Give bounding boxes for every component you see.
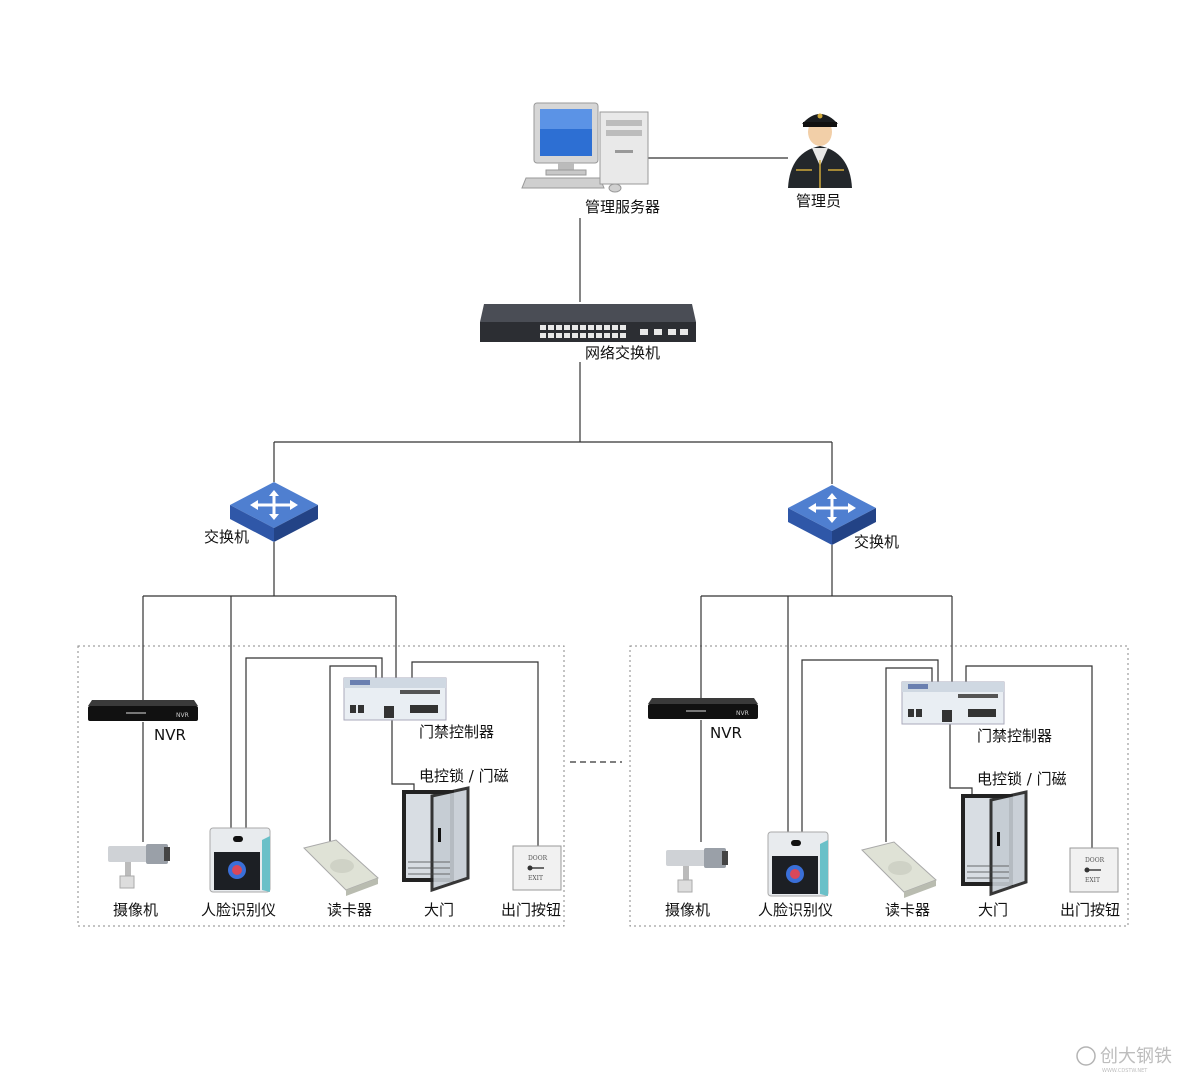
face-left-label: 人脸识别仪 — [201, 901, 276, 919]
camera-right-icon — [666, 848, 728, 893]
nvr-left-icon: NVR — [88, 700, 198, 721]
zone-right-wires — [700, 545, 1093, 848]
face-recognition-right-icon — [767, 831, 829, 897]
face-recognition-left-icon — [209, 827, 271, 893]
access-zone-right: NVR NVR 门禁控制器 电控锁 / 门磁 摄像机 — [629, 545, 1129, 927]
switch-right-icon — [788, 485, 876, 545]
lock-left-label: 电控锁 / 门磁 — [419, 767, 509, 785]
zone-left-wires — [142, 542, 539, 846]
watermark-text: 创大钢铁 — [1100, 1046, 1172, 1067]
controller-left-icon — [343, 677, 447, 721]
zone-left-border — [77, 645, 565, 927]
exit-left-top-text: DOOR — [528, 855, 548, 862]
exit-button-left-icon: DOOR EXIT — [512, 845, 562, 891]
exit-right-bottom-text: EXIT — [1085, 877, 1100, 884]
camera-left-icon — [108, 844, 170, 889]
switch-left-label: 交换机 — [204, 528, 249, 546]
access-zone-left: NVR NVR 门禁控制器 电控锁 / 门磁 摄像机 — [77, 542, 565, 927]
core-network-switch-icon — [480, 304, 696, 342]
admin-guard-icon — [788, 113, 852, 188]
reader-right-label: 读卡器 — [885, 901, 930, 919]
door-left-label: 大门 — [424, 901, 454, 919]
nvr-right-icon: NVR — [648, 698, 758, 719]
watermark: 创大钢铁 WWW.CDSTW.NET — [1076, 1046, 1172, 1074]
controller-left-label: 门禁控制器 — [419, 723, 494, 741]
exit-button-right-icon: DOOR EXIT — [1069, 847, 1119, 893]
camera-right-label: 摄像机 — [665, 901, 710, 919]
nvr-right-badge: NVR — [736, 710, 749, 717]
server-computer-icon — [521, 102, 649, 193]
watermark-logo-icon — [1076, 1046, 1096, 1066]
switch-right-label: 交换机 — [854, 533, 899, 551]
top-wires — [273, 157, 833, 484]
face-right-label: 人脸识别仪 — [758, 901, 833, 919]
nvr-right-label: NVR — [710, 724, 742, 742]
reader-left-label: 读卡器 — [327, 901, 372, 919]
exit-right-top-text: DOOR — [1085, 857, 1105, 864]
admin-label: 管理员 — [796, 192, 841, 210]
exit-left-bottom-text: EXIT — [528, 875, 543, 882]
switch-left-icon — [230, 482, 318, 542]
card-reader-right-icon — [861, 841, 937, 898]
lock-right-label: 电控锁 / 门磁 — [977, 770, 1067, 788]
controller-right-icon — [901, 681, 1005, 725]
core-switch-label: 网络交换机 — [585, 344, 660, 362]
exit-right-label: 出门按钮 — [1060, 901, 1120, 919]
nvr-left-label: NVR — [154, 726, 186, 744]
card-reader-left-icon — [303, 839, 379, 896]
zone-right-border — [629, 645, 1129, 927]
exit-left-label: 出门按钮 — [501, 901, 561, 919]
door-right-label: 大门 — [978, 901, 1008, 919]
server-label: 管理服务器 — [585, 198, 660, 216]
door-right-icon — [961, 790, 1028, 897]
watermark-subtext: WWW.CDSTW.NET — [1102, 1068, 1148, 1074]
camera-left-label: 摄像机 — [113, 901, 158, 919]
nvr-left-badge: NVR — [176, 712, 189, 719]
controller-right-label: 门禁控制器 — [977, 727, 1052, 745]
door-left-icon — [402, 786, 470, 893]
